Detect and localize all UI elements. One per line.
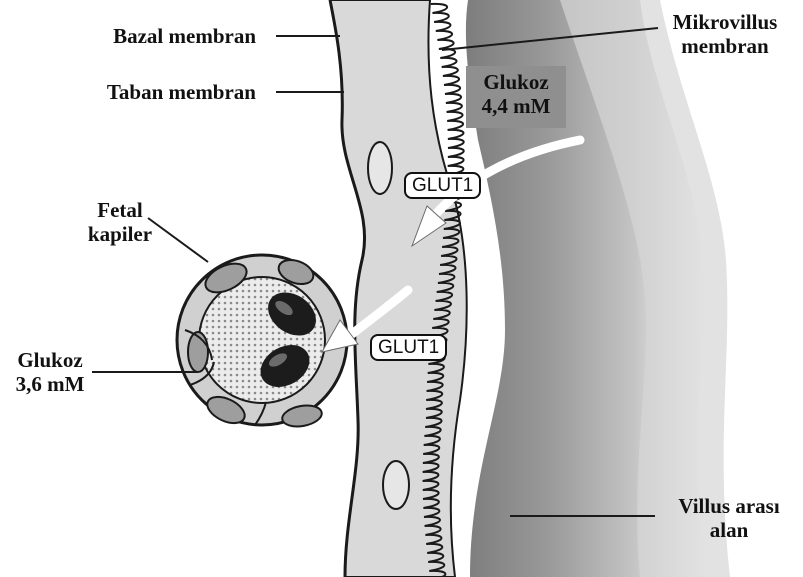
label-fetal-capillary-line2: kapiler <box>72 222 168 246</box>
label-microvillus-line2: membran <box>655 34 795 58</box>
label-base-membrane: Taban membran <box>60 80 256 104</box>
label-fetal-glucose: Glukoz 3,6 mM <box>6 348 94 396</box>
label-intervillous-space: Villus arası alan <box>656 494 802 542</box>
label-fetal-capillary: Fetal kapiler <box>72 198 168 246</box>
label-intervillous-line2: alan <box>656 518 802 542</box>
label-intervillous-line1: Villus arası <box>656 494 802 518</box>
label-maternal-glucose: Glukoz 4,4 mM <box>466 70 566 118</box>
label-maternal-glucose-line1: Glukoz <box>466 70 566 94</box>
trophoblast-nucleus <box>368 142 392 194</box>
glut1-transporter-lower: GLUT1 <box>370 334 447 361</box>
label-fetal-capillary-line1: Fetal <box>72 198 168 222</box>
glut1-transporter-upper: GLUT1 <box>404 172 481 199</box>
label-microvillus-line1: Mikrovillus <box>655 10 795 34</box>
label-fetal-glucose-line2: 3,6 mM <box>6 372 94 396</box>
label-basal-membrane: Bazal membran <box>60 24 256 48</box>
label-microvillus-membrane: Mikrovillus membran <box>655 10 795 58</box>
label-fetal-glucose-line1: Glukoz <box>6 348 94 372</box>
fetal-capillary <box>177 255 347 429</box>
trophoblast-nucleus <box>383 461 409 509</box>
label-maternal-glucose-line2: 4,4 mM <box>466 94 566 118</box>
